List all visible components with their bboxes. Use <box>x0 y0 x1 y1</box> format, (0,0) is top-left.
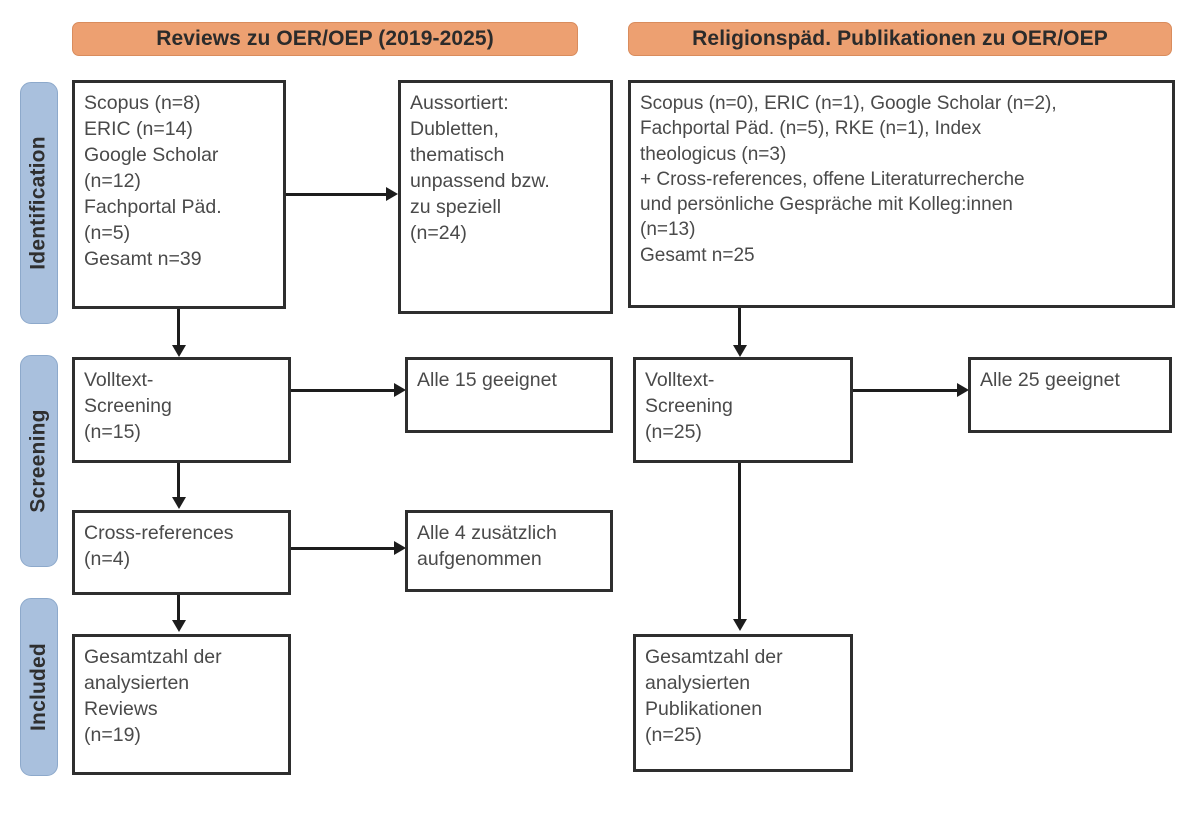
stage-label-screening-text: Screening <box>27 409 50 513</box>
arrowhead-left-sources-to-screening <box>172 345 186 357</box>
box-left-fulltext-screening: Volltext- Screening (n=15) <box>72 357 291 463</box>
column-header-right-label: Religionspäd. Publikationen zu OER/OEP <box>692 27 1108 50</box>
stage-label-included-text: Included <box>27 643 51 731</box>
box-left-included-total: Gesamtzahl der analysierten Reviews (n=1… <box>72 634 291 775</box>
arrowhead-right-screening-to-result <box>957 383 969 397</box>
box-right-identification-sources: Scopus (n=0), ERIC (n=1), Google Scholar… <box>628 80 1175 308</box>
box-right-fulltext-screening: Volltext- Screening (n=25) <box>633 357 853 463</box>
connector-left-screening-to-crossrefs <box>177 463 180 499</box>
arrowhead-right-sources-to-screening <box>733 345 747 357</box>
box-right-fulltext-result: Alle 25 geeignet <box>968 357 1172 433</box>
connector-left-screening-to-result <box>291 389 394 392</box>
box-left-cross-references-result: Alle 4 zusätzlich aufgenommen <box>405 510 613 592</box>
stage-label-identification: Identification <box>20 82 58 324</box>
stage-label-included: Included <box>20 598 58 776</box>
box-left-cross-references: Cross-references (n=4) <box>72 510 291 595</box>
connector-left-crossrefs-to-included <box>177 595 180 622</box>
column-header-left-label: Reviews zu OER/OEP (2019-2025) <box>156 27 494 50</box>
box-left-identification-sources: Scopus (n=8) ERIC (n=14) Google Scholar … <box>72 80 286 309</box>
connector-left-sources-to-excluded <box>286 193 386 196</box>
box-left-excluded: Aussortiert: Dubletten, thematisch unpas… <box>398 80 613 314</box>
column-header-right: Religionspäd. Publikationen zu OER/OEP <box>628 22 1172 56</box>
column-header-left: Reviews zu OER/OEP (2019-2025) <box>72 22 578 56</box>
arrowhead-left-screening-to-crossrefs <box>172 497 186 509</box>
connector-right-screening-to-included <box>738 463 741 621</box>
arrowhead-left-crossrefs-to-result <box>394 541 406 555</box>
connector-left-sources-to-screening <box>177 309 180 347</box>
stage-label-identification-text: Identification <box>27 136 50 270</box>
arrowhead-left-sources-to-excluded <box>386 187 398 201</box>
box-left-fulltext-result: Alle 15 geeignet <box>405 357 613 433</box>
arrowhead-right-screening-to-included <box>733 619 747 631</box>
box-right-included-total: Gesamtzahl der analysierten Publikatione… <box>633 634 853 772</box>
arrowhead-left-screening-to-result <box>394 383 406 397</box>
stage-label-screening: Screening <box>20 355 58 567</box>
connector-left-crossrefs-to-result <box>291 547 394 550</box>
connector-right-sources-to-screening <box>738 308 741 347</box>
connector-right-screening-to-result <box>853 389 957 392</box>
arrowhead-left-crossrefs-to-included <box>172 620 186 632</box>
